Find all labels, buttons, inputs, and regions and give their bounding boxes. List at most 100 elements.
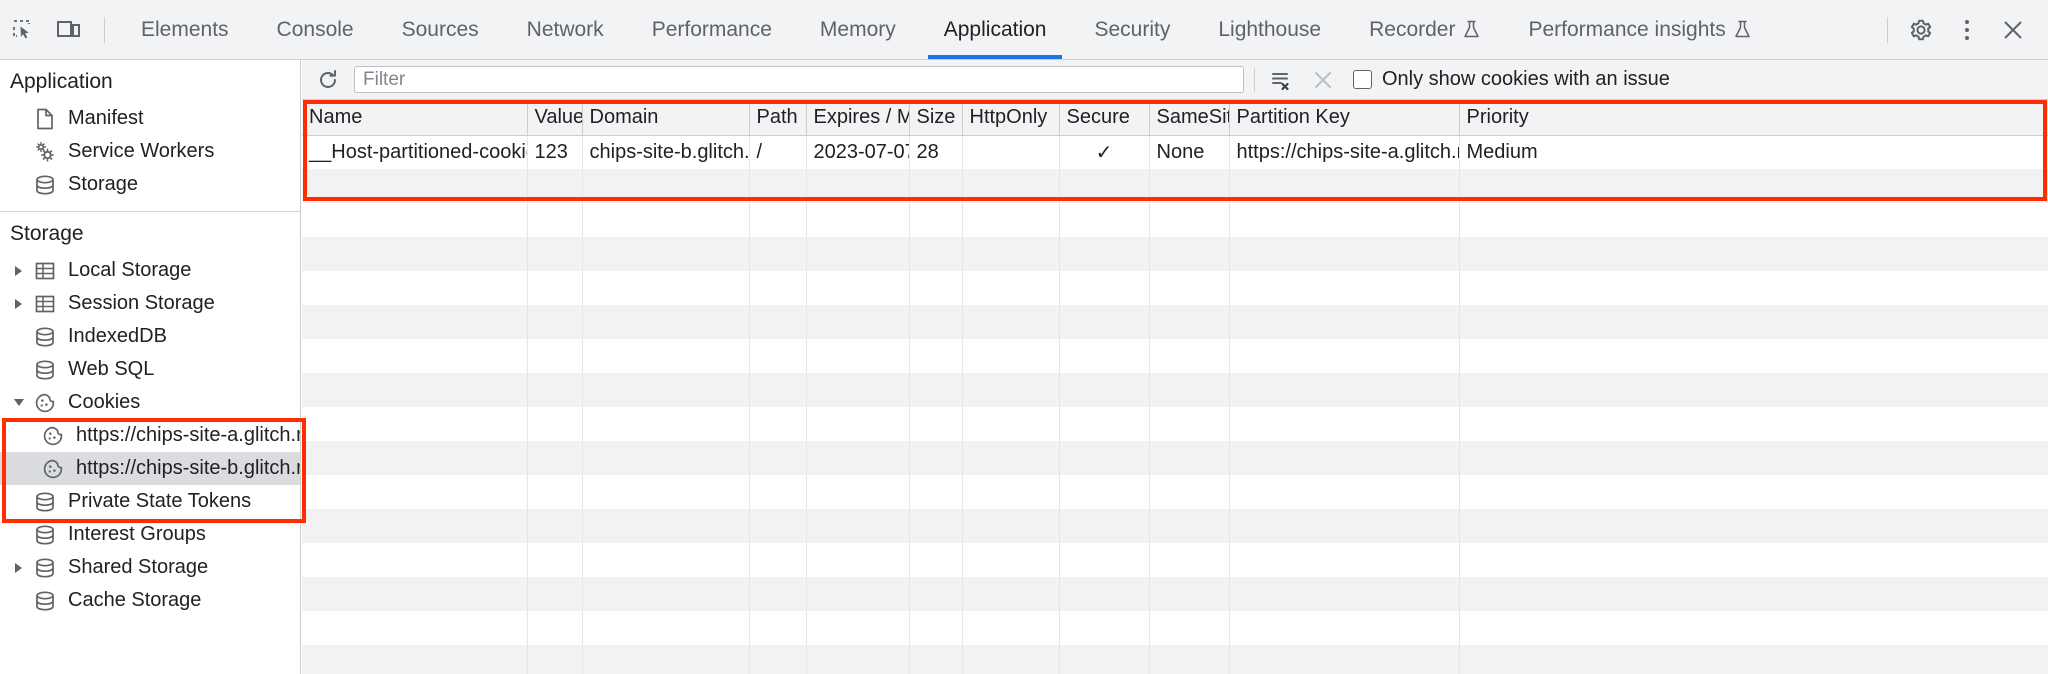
table-filler-row: [302, 475, 2048, 509]
cell-secure: ✓: [1059, 135, 1150, 169]
cell-priority: Medium: [1459, 135, 2048, 169]
chevron-down-icon[interactable]: [8, 398, 30, 408]
chevron-right-icon[interactable]: [8, 265, 30, 277]
filter-input[interactable]: [354, 66, 1244, 93]
table-filler-row: [302, 339, 2048, 373]
inspect-cursor-icon[interactable]: [0, 8, 46, 52]
close-icon[interactable]: [1990, 8, 2036, 52]
column-header-secure[interactable]: Secure: [1059, 101, 1150, 136]
sidebar-item-label: https://chips-site-a.glitch.me: [76, 424, 301, 446]
tab-performance[interactable]: Performance: [628, 0, 796, 59]
cookies-table-header-row: Name Value Domain Path Expires / M… Size…: [302, 101, 2048, 136]
database-icon: [30, 557, 60, 579]
sidebar-item-label: Interest Groups: [68, 523, 206, 545]
application-sidebar[interactable]: Application Manifest Service Workers: [0, 60, 301, 674]
clear-filtered-cookies-icon[interactable]: [1265, 65, 1297, 95]
tab-performance-insights[interactable]: Performance insights: [1504, 0, 1774, 59]
sidebar-item-storage[interactable]: Storage: [0, 168, 300, 201]
experiment-flask-icon: [1734, 20, 1751, 39]
table-filler-row: [302, 169, 2048, 203]
tab-network[interactable]: Network: [503, 0, 628, 59]
column-header-expires[interactable]: Expires / M…: [806, 101, 910, 136]
column-header-size[interactable]: Size: [909, 101, 963, 136]
sidebar-item-local-storage[interactable]: Local Storage: [0, 254, 300, 287]
column-header-samesite[interactable]: SameSite: [1149, 101, 1230, 136]
table-filler-row: [302, 645, 2048, 674]
sidebar-item-cache-storage[interactable]: Cache Storage: [0, 584, 300, 617]
sidebar-item-interest-groups[interactable]: Interest Groups: [0, 518, 300, 551]
clear-all-cookies-icon[interactable]: [1307, 65, 1339, 95]
tab-console[interactable]: Console: [253, 0, 378, 59]
only-show-issues-checkbox[interactable]: [1353, 70, 1372, 89]
tab-security[interactable]: Security: [1070, 0, 1194, 59]
gear-icon[interactable]: [1898, 8, 1944, 52]
toolbar-right-actions: [1883, 8, 2048, 52]
table-row[interactable]: __Host-partitioned-cookie 123 chips-site…: [302, 135, 2048, 169]
tab-application[interactable]: Application: [920, 0, 1071, 59]
more-vertical-icon[interactable]: [1944, 8, 1990, 52]
sidebar-item-label: Web SQL: [68, 358, 155, 380]
tab-label: Lighthouse: [1218, 17, 1322, 41]
sidebar-item-cookies[interactable]: Cookies: [0, 386, 300, 419]
database-icon: [30, 590, 60, 612]
toolbar-divider: [1887, 16, 1888, 43]
tab-memory[interactable]: Memory: [796, 0, 920, 59]
sidebar-item-private-state-tokens[interactable]: Private State Tokens: [0, 485, 300, 518]
tab-recorder[interactable]: Recorder: [1345, 0, 1504, 59]
cell-domain: chips-site-b.glitch.me: [582, 135, 750, 169]
tab-label: Sources: [401, 17, 479, 41]
table-filler-row: [302, 271, 2048, 305]
table-filler-row: [302, 543, 2048, 577]
only-show-issues-checkbox-row[interactable]: Only show cookies with an issue: [1353, 68, 1670, 91]
column-header-priority[interactable]: Priority: [1459, 101, 2048, 136]
refresh-icon[interactable]: [312, 65, 344, 95]
tab-label: Application: [943, 17, 1047, 41]
column-header-value[interactable]: Value: [527, 101, 583, 136]
cookies-filter-bar: Only show cookies with an issue: [302, 60, 2048, 100]
sidebar-item-service-workers[interactable]: Service Workers: [0, 135, 300, 168]
manifest-file-icon: [30, 108, 60, 130]
table-filler-row: [302, 237, 2048, 271]
tab-label: Performance: [651, 17, 772, 41]
sidebar-item-shared-storage[interactable]: Shared Storage: [0, 551, 300, 584]
cookie-icon: [30, 392, 60, 414]
cell-name: __Host-partitioned-cookie: [302, 135, 528, 169]
sidebar-item-cookies-chips-site-a[interactable]: https://chips-site-a.glitch.me: [0, 419, 300, 452]
column-header-path[interactable]: Path: [749, 101, 807, 136]
sidebar-item-session-storage[interactable]: Session Storage: [0, 287, 300, 320]
database-icon: [30, 524, 60, 546]
column-header-httponly[interactable]: HttpOnly: [962, 101, 1060, 136]
chevron-right-icon[interactable]: [8, 562, 30, 574]
filter-bar-divider: [1254, 67, 1255, 92]
cookies-table-body: __Host-partitioned-cookie 123 chips-site…: [302, 135, 2048, 674]
sidebar-item-cookies-chips-site-b[interactable]: https://chips-site-b.glitch.me: [0, 452, 300, 485]
sidebar-section-title-storage: Storage: [10, 222, 84, 245]
database-icon: [30, 326, 60, 348]
device-toolbar-icon[interactable]: [46, 8, 92, 52]
panel-tabs: Elements Console Sources Network Perform…: [117, 0, 1775, 59]
table-grid-icon: [30, 260, 60, 282]
sidebar-divider: [0, 211, 300, 212]
devtools-toolbar: Elements Console Sources Network Perform…: [0, 0, 2048, 60]
tab-elements[interactable]: Elements: [117, 0, 253, 59]
sidebar-item-web-sql[interactable]: Web SQL: [0, 353, 300, 386]
tab-sources[interactable]: Sources: [378, 0, 503, 59]
tab-lighthouse[interactable]: Lighthouse: [1194, 0, 1345, 59]
sidebar-item-label: Manifest: [68, 107, 144, 129]
cookies-table-container[interactable]: Name Value Domain Path Expires / M… Size…: [302, 101, 2048, 674]
sidebar-item-label: Cache Storage: [68, 589, 202, 611]
column-header-partition-key[interactable]: Partition Key: [1229, 101, 1460, 136]
chevron-right-icon[interactable]: [8, 298, 30, 310]
cell-value: 123: [527, 135, 583, 169]
table-filler-row: [302, 611, 2048, 645]
table-filler-row: [302, 203, 2048, 237]
column-header-domain[interactable]: Domain: [582, 101, 750, 136]
sidebar-item-label: https://chips-site-b.glitch.me: [76, 457, 301, 479]
only-show-issues-label: Only show cookies with an issue: [1382, 68, 1670, 90]
table-filler-row: [302, 577, 2048, 611]
cell-path: /: [749, 135, 807, 169]
sidebar-item-indexeddb[interactable]: IndexedDB: [0, 320, 300, 353]
tab-label: Network: [526, 17, 604, 41]
sidebar-item-manifest[interactable]: Manifest: [0, 102, 300, 135]
column-header-name[interactable]: Name: [302, 101, 528, 136]
